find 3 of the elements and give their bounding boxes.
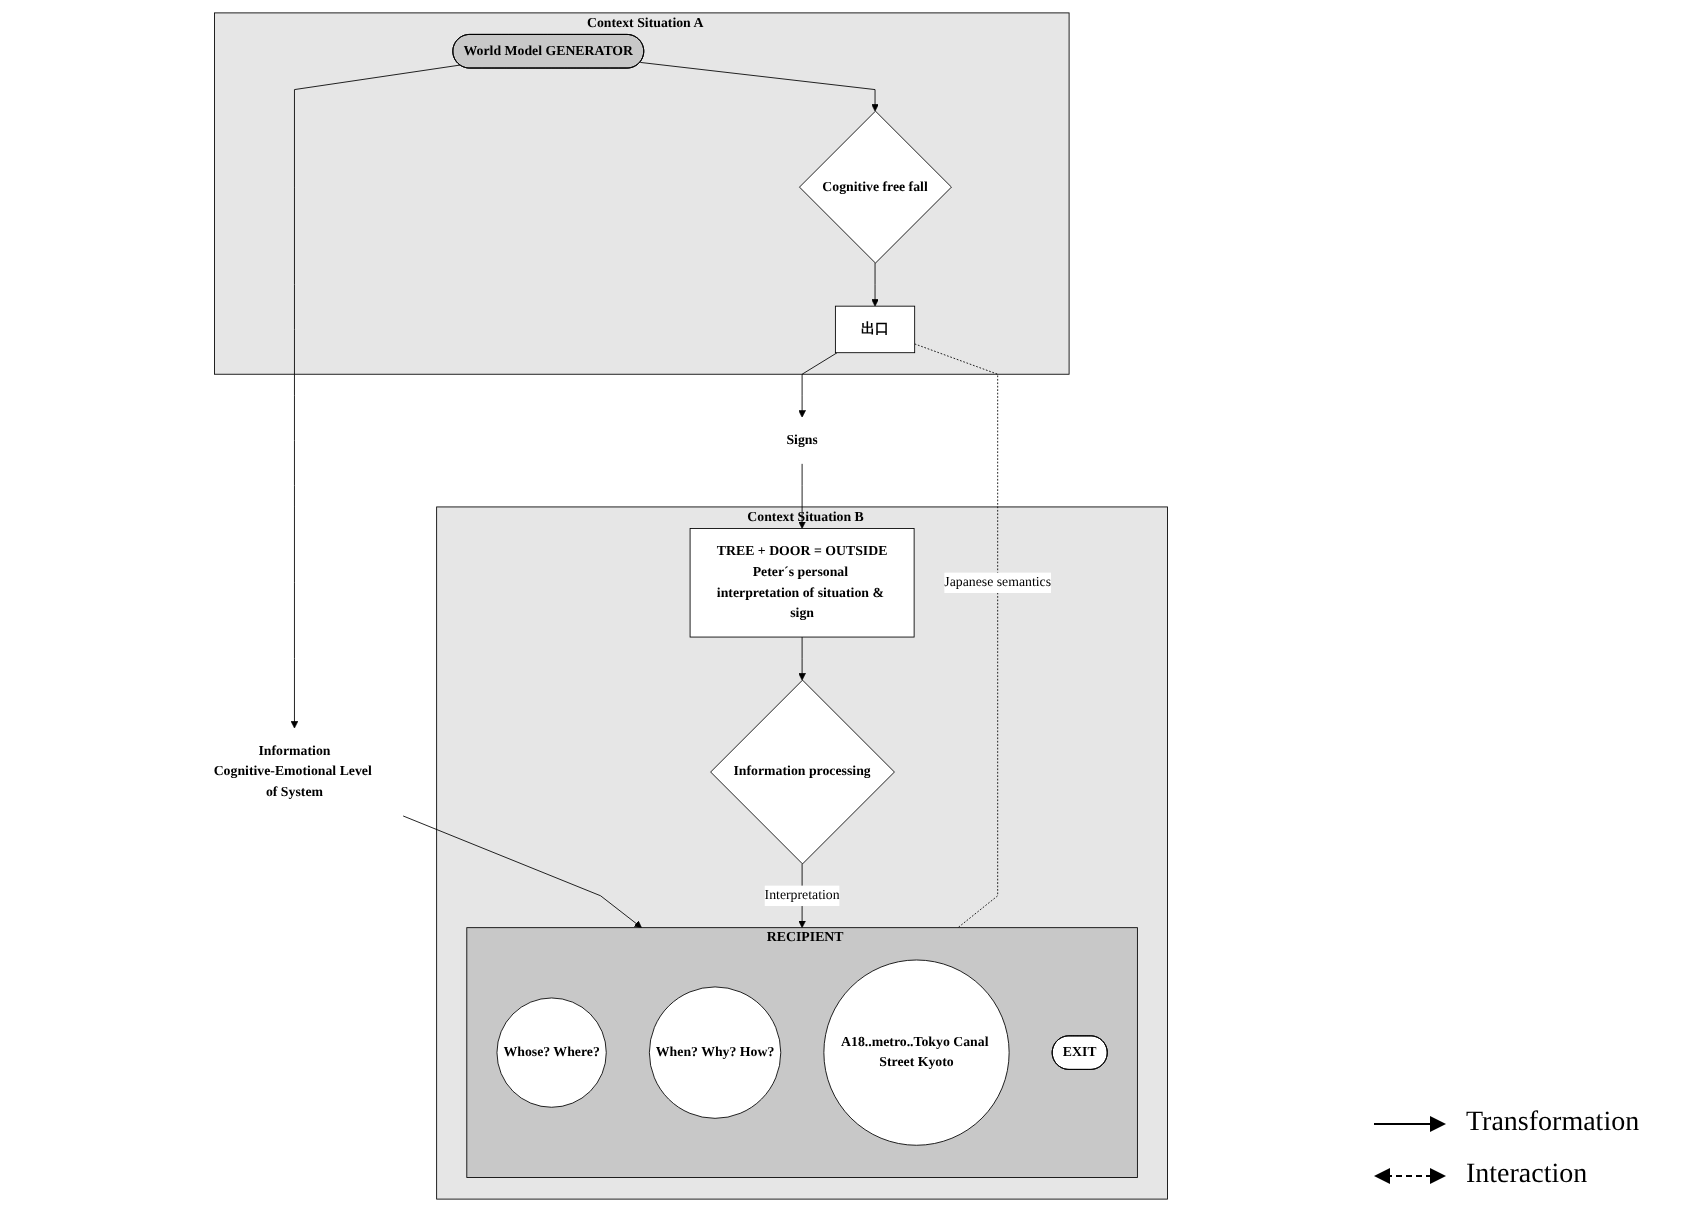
legend-text: Transformation [1466, 1108, 1640, 1140]
connector [914, 343, 999, 929]
legend-text: Interaction [1466, 1160, 1588, 1192]
